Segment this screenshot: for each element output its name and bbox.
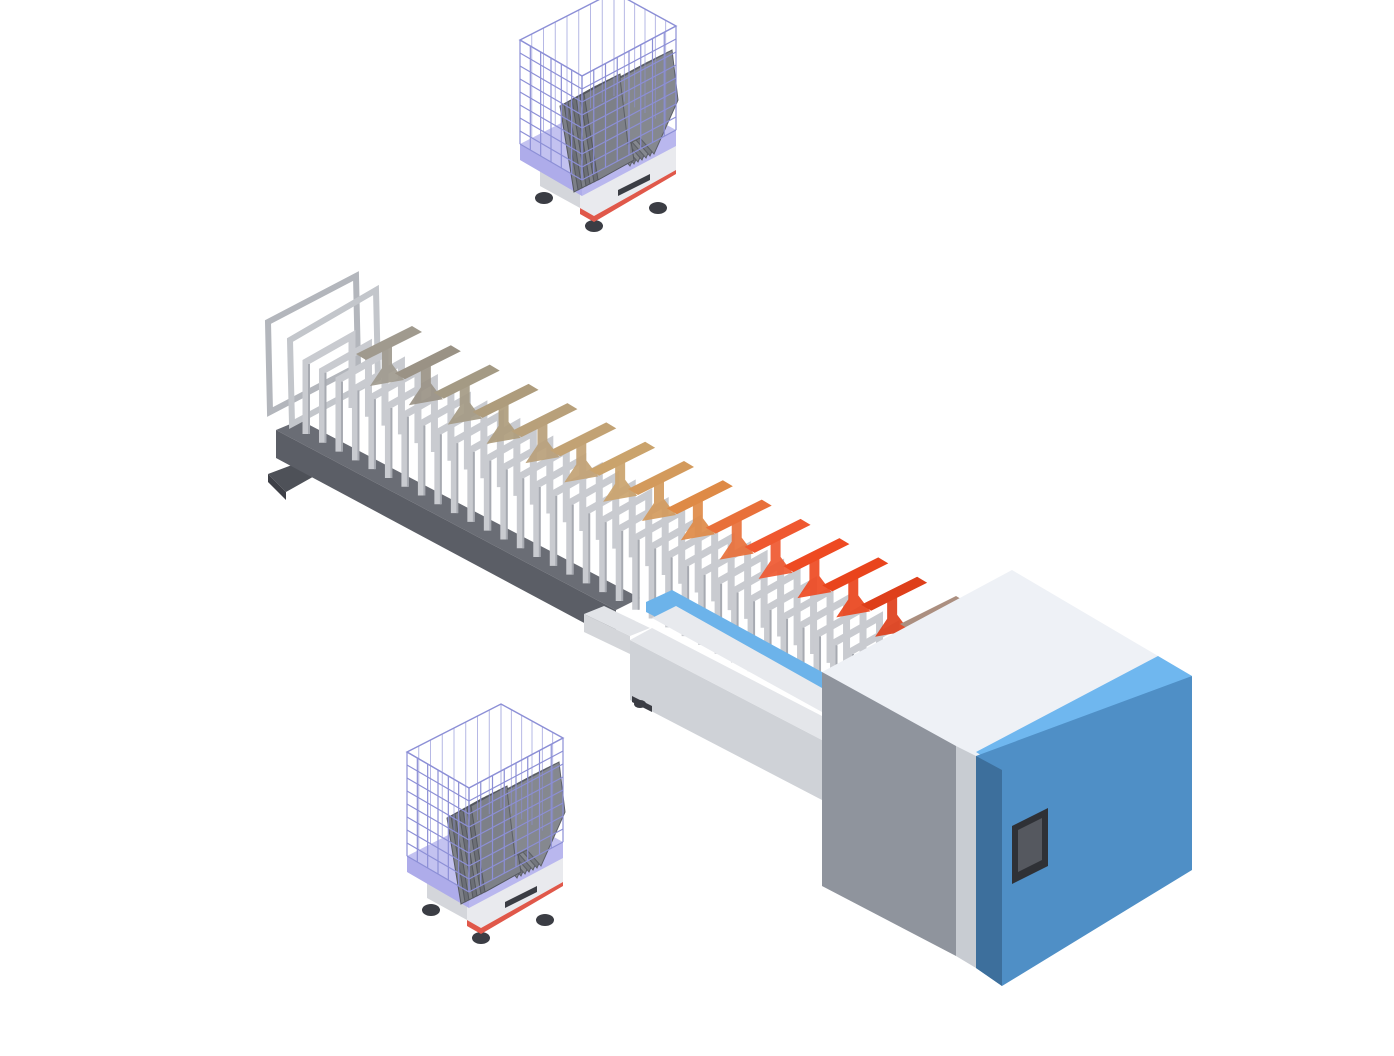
conveyor-bracket xyxy=(584,614,630,654)
feed-tray-front xyxy=(630,640,822,800)
conveyor-bracket-top xyxy=(584,606,650,636)
hanging-part xyxy=(666,480,733,541)
hanging-part xyxy=(472,383,539,444)
feed-tray-top-face xyxy=(630,628,822,740)
conveyor-foot-front xyxy=(268,474,286,500)
conveyor-base-side xyxy=(276,430,616,640)
cart-wheel xyxy=(422,904,440,916)
hanging-parts xyxy=(356,326,966,656)
cart-wheel xyxy=(649,202,667,214)
cart-wheel xyxy=(472,932,490,944)
conveyor-base-top xyxy=(276,420,640,610)
cage-tray-side xyxy=(407,856,469,908)
oven-front-face xyxy=(976,676,1192,986)
cart-wheel xyxy=(536,914,554,926)
hanging-part xyxy=(628,461,694,521)
cage-grid xyxy=(405,703,565,893)
curing-oven xyxy=(822,570,1192,986)
agv-cart-top xyxy=(518,0,679,232)
agv-cart-bottom xyxy=(405,703,566,944)
oven-window-glass xyxy=(1018,818,1042,872)
hanging-part xyxy=(861,576,928,637)
hanging-part xyxy=(511,403,578,464)
hanging-part xyxy=(783,538,850,599)
hanging-part xyxy=(394,345,461,406)
hanging-part xyxy=(589,441,656,502)
cart-wheel xyxy=(535,192,553,204)
hanging-part xyxy=(744,518,811,579)
feed-tray-lip xyxy=(652,606,822,712)
rack-conveyor xyxy=(264,271,966,724)
rack-bars xyxy=(302,330,900,724)
hanging-part xyxy=(433,364,500,425)
oven-front-shadow xyxy=(976,756,1002,986)
cage-tray-side xyxy=(520,144,582,196)
oven-band xyxy=(956,746,976,968)
oven-left-face xyxy=(822,672,956,956)
feed-tray-wheel xyxy=(634,700,646,708)
feed-tray xyxy=(630,590,822,800)
hanging-part xyxy=(705,499,772,560)
hanging-part xyxy=(356,326,422,386)
cart-wheel xyxy=(585,220,603,232)
hanging-part xyxy=(550,422,617,483)
cage-grid xyxy=(518,0,678,181)
hanging-part xyxy=(822,557,889,618)
